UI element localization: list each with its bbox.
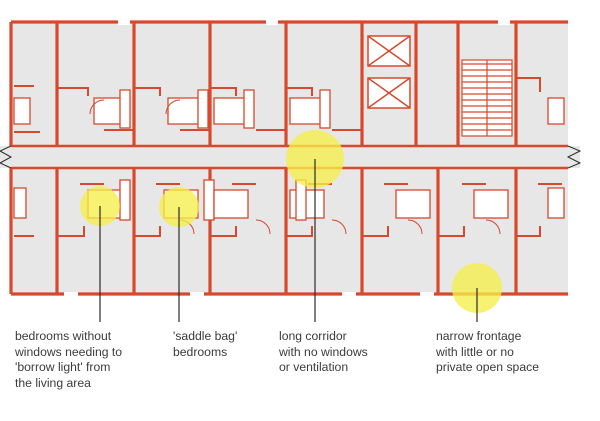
lift-shafts xyxy=(367,35,411,109)
windows xyxy=(64,20,510,297)
left-break-line xyxy=(0,145,13,169)
annotation-saddle-bag: 'saddle bag' bedrooms xyxy=(173,329,238,359)
annotation-borrow-light: bedrooms without windows needing to 'bor… xyxy=(15,329,123,390)
door-swings xyxy=(89,99,501,235)
annotation-long-corridor: long corridor with no windows or ventila… xyxy=(279,329,368,374)
leader-lines xyxy=(99,159,478,322)
upper-interior-walls xyxy=(14,77,541,133)
stair xyxy=(461,59,513,137)
lower-party-walls xyxy=(55,168,518,294)
floor-plan xyxy=(0,20,582,297)
annotation-narrow-frontage: narrow frontage with little or no privat… xyxy=(436,329,539,374)
upper-bedroom-fixtures xyxy=(13,89,565,129)
upper-party-walls xyxy=(55,22,518,146)
right-break-line xyxy=(566,145,582,169)
